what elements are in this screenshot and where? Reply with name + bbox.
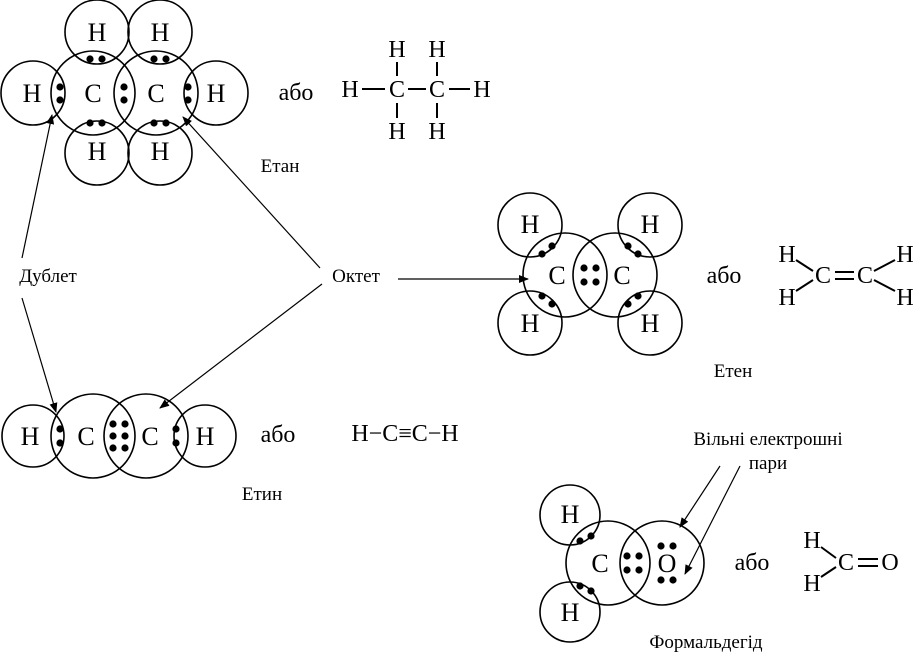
formaldehyde-electron-pairs [576, 532, 677, 595]
free-pairs-label-line1: Вільні електрошні [693, 429, 842, 450]
ethene-h-top-left: H [521, 210, 540, 239]
ethane-h-left: H [23, 79, 42, 108]
svg-text:H: H [896, 242, 913, 268]
ethyne-h-right: H [196, 422, 215, 451]
ethene-electron-diagram: H H H H C C [497, 192, 683, 356]
svg-text:H: H [388, 37, 405, 63]
ethane-h-bottom-left: H [88, 137, 107, 166]
ethyne-c-right: C [141, 422, 158, 451]
svg-text:C: C [838, 550, 854, 576]
ethane-h-top-right: H [151, 18, 170, 47]
ethene-h-top-right: H [641, 210, 660, 239]
ethane-name: Етан [261, 156, 300, 177]
ethene-or-word: або [707, 263, 742, 289]
ethane-electron-diagram: H H H H H H C C [0, 0, 249, 186]
svg-text:H: H [388, 119, 405, 145]
formaldehyde-o: O [658, 549, 677, 578]
svg-text:H: H [428, 37, 445, 63]
doublet-label: Дублет [19, 266, 77, 287]
formaldehyde-structural-formula: H H C O [803, 528, 898, 597]
ethene-h-bottom-left: H [521, 309, 540, 338]
svg-text:C: C [389, 77, 405, 103]
svg-text:H: H [428, 119, 445, 145]
ethene-c-left: C [548, 261, 565, 290]
ethyne-electron-diagram: H C C H [1, 393, 237, 479]
ethane-or-word: або [279, 80, 314, 106]
formaldehyde-h-bottom: H [561, 598, 580, 627]
ethane-electron-pairs [56, 55, 192, 127]
octet-label: Октет [332, 266, 380, 287]
ethane-h-right: H [207, 79, 226, 108]
ethyne-name: Етин [242, 484, 282, 505]
formaldehyde-or-word: або [735, 550, 770, 576]
svg-text:H: H [803, 528, 820, 554]
svg-text:H: H [896, 285, 913, 311]
svg-text:H: H [778, 285, 795, 311]
svg-text:H: H [341, 77, 358, 103]
ethyne-or-word: або [261, 422, 296, 448]
svg-text:C: C [857, 263, 873, 289]
formaldehyde-h-top: H [561, 500, 580, 529]
formaldehyde-electron-diagram: H H C O [539, 484, 705, 643]
ethene-electron-pairs [538, 242, 642, 308]
svg-text:H: H [803, 571, 820, 597]
ethene-c-right: C [613, 261, 630, 290]
ethyne-h-left: H [21, 422, 40, 451]
svg-text:O: O [881, 550, 898, 576]
svg-text:H: H [473, 77, 490, 103]
svg-text:H: H [778, 242, 795, 268]
ethyne-electron-pairs [56, 420, 180, 452]
formaldehyde-c: C [591, 549, 608, 578]
svg-text:C: C [815, 263, 831, 289]
free-pairs-label-line2: пари [749, 453, 787, 474]
ethane-h-top-left: H [88, 18, 107, 47]
ethyne-structural-formula: H−C≡C−H [351, 421, 458, 447]
ethane-c-right: C [147, 79, 164, 108]
ethane-h-bottom-right: H [151, 137, 170, 166]
ethene-name: Етен [714, 361, 753, 382]
svg-text:C: C [429, 77, 445, 103]
pointer-arrows [21, 114, 741, 575]
ethane-structural-formula: H H H C C H H H [341, 37, 490, 145]
ethane-c-left: C [84, 79, 101, 108]
ethyne-c-left: C [77, 422, 94, 451]
ethene-structural-formula: H H C C H H [778, 242, 913, 311]
ethene-h-bottom-right: H [641, 309, 660, 338]
formaldehyde-name: Формальдегід [649, 632, 763, 653]
